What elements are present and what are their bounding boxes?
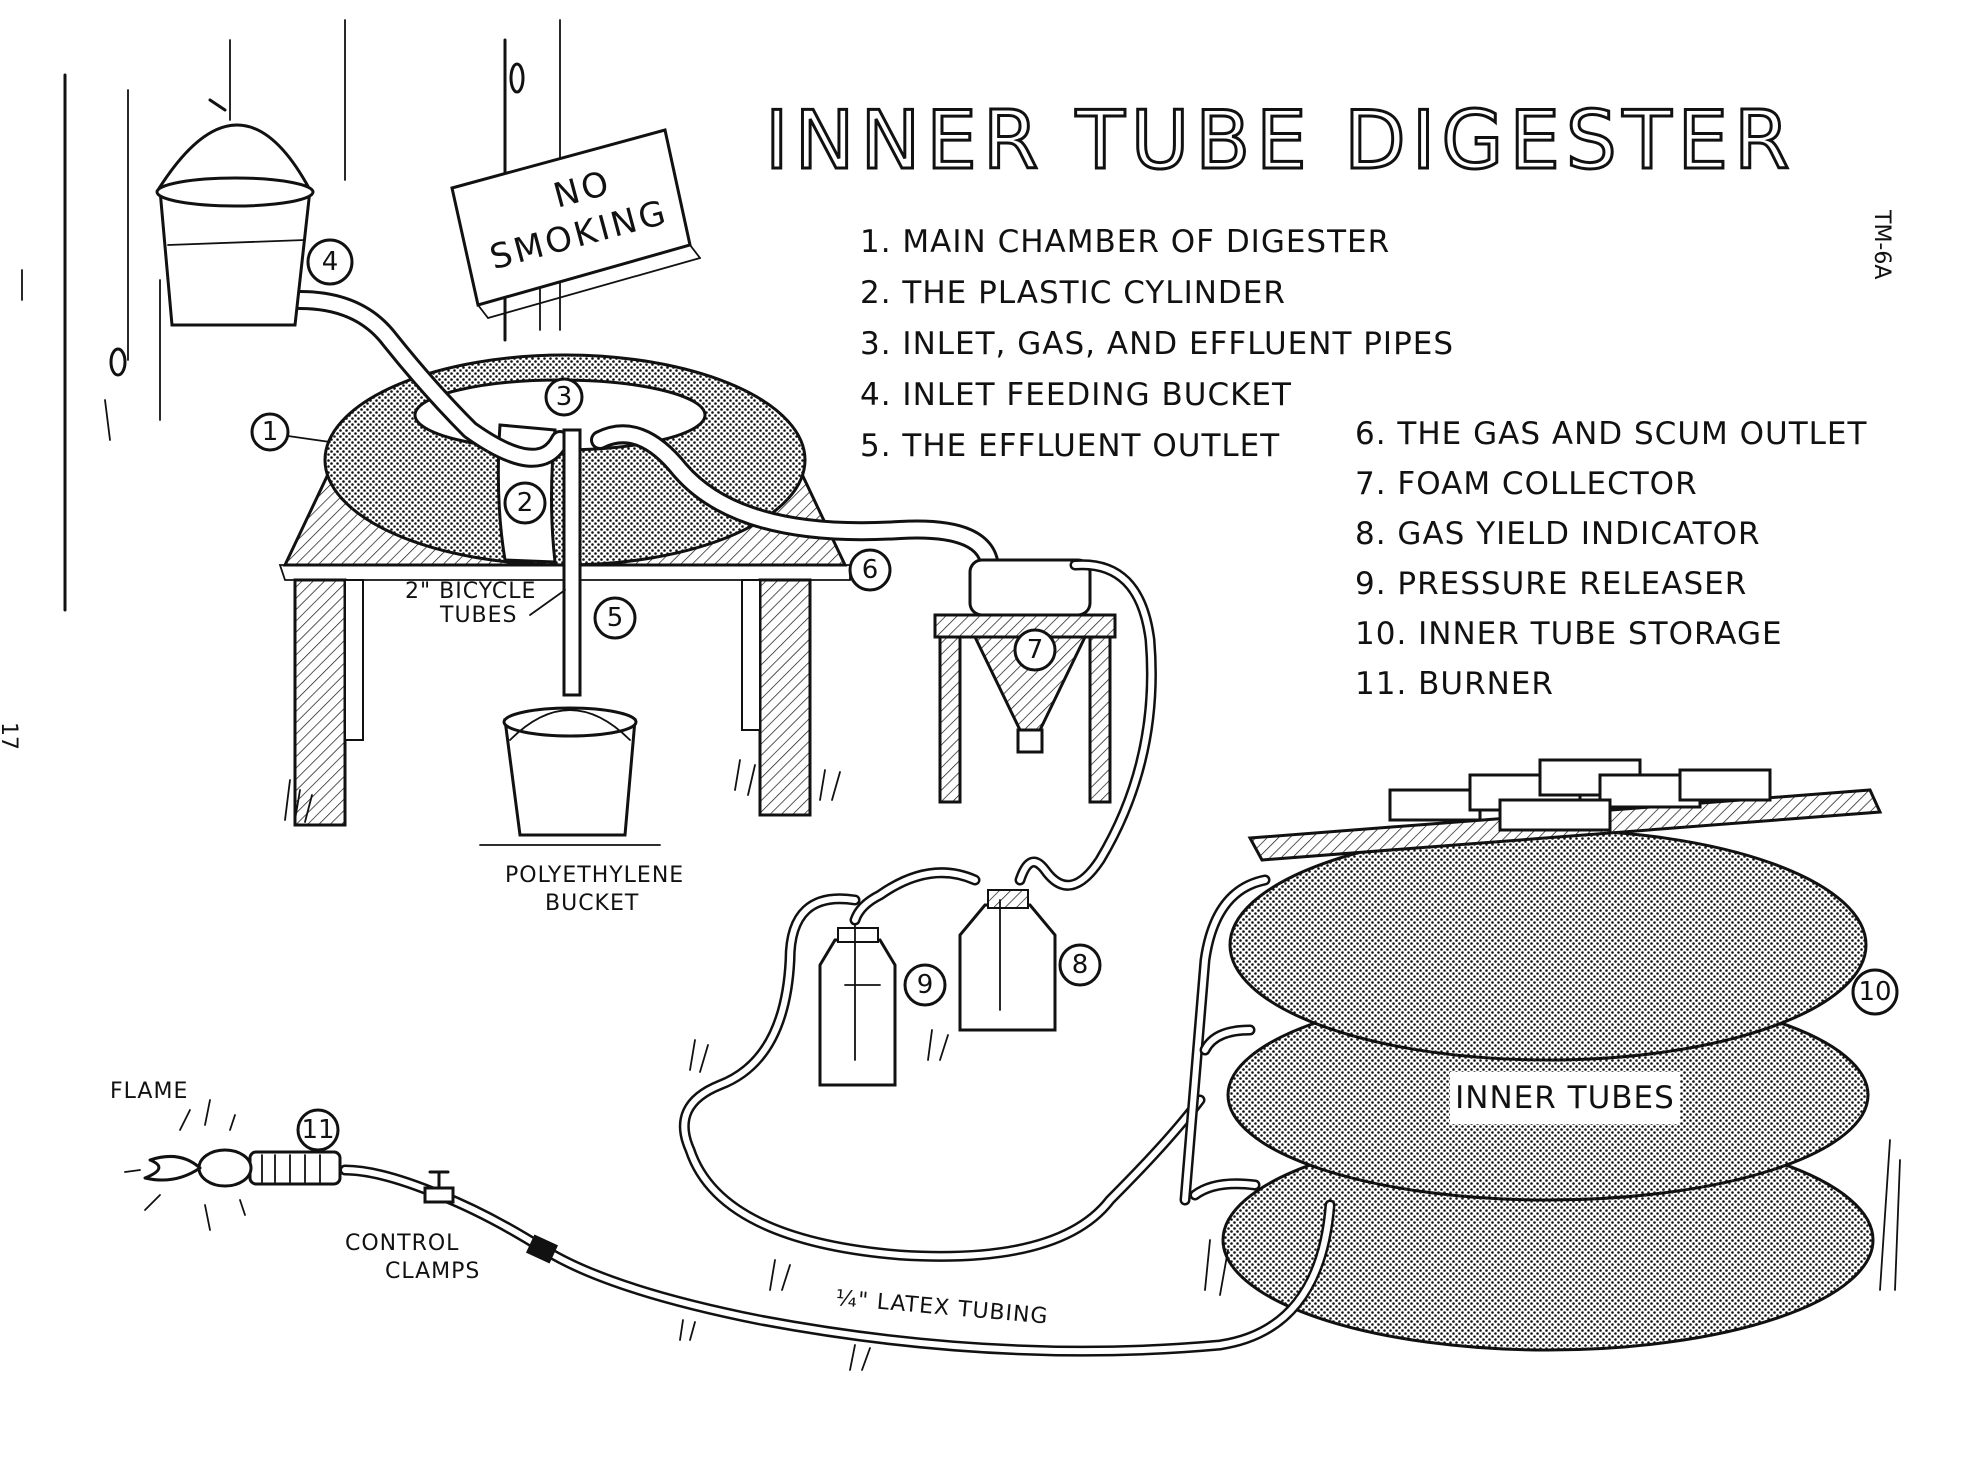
legend-item: 1. MAIN CHAMBER OF DIGESTER [860, 224, 1390, 260]
pressure-releaser [818, 914, 897, 1087]
diagram-title: INNER TUBE DIGESTER [765, 94, 1796, 187]
legend-item: 11. BURNER [1355, 666, 1554, 702]
callouts: 1 2 3 4 5 6 7 8 9 10 11 [250, 238, 1899, 1152]
polyethylene-bucket [479, 706, 661, 846]
bicycle-tubes-label-2: TUBES [439, 603, 518, 628]
no-smoking-sign: NO SMOKING [450, 128, 701, 319]
legend-item: 4. INLET FEEDING BUCKET [860, 377, 1292, 413]
legend-item: 8. GAS YIELD INDICATOR [1355, 516, 1761, 552]
callout-number: 2 [517, 488, 534, 518]
grass-tufts [284, 759, 1901, 1371]
callout-number: 4 [322, 247, 339, 277]
callout-number: 9 [917, 970, 934, 1000]
foam-collector [933, 558, 1117, 804]
callout-number: 7 [1027, 635, 1044, 665]
page-number: 17 [0, 722, 21, 750]
legend-item: 5. THE EFFLUENT OUTLET [860, 428, 1280, 464]
callout-number: 3 [556, 382, 573, 412]
gas-yield-indicator [958, 889, 1057, 1032]
bucket-label-2: BUCKET [545, 891, 639, 916]
bicycle-tubes-label-1: 2" BICYCLE [405, 579, 536, 604]
bucket-label-1: POLYETHYLENE [505, 863, 684, 888]
legend-item: 3. INLET, GAS, AND EFFLUENT PIPES [860, 326, 1454, 362]
inner-tube-storage: INNER TUBES [1221, 758, 1883, 1352]
callout-number: 11 [301, 1115, 334, 1145]
control-clamps [423, 1170, 559, 1264]
flame-label: FLAME [110, 1079, 188, 1104]
callout-number: 5 [607, 603, 624, 633]
legend-item: 6. THE GAS AND SCUM OUTLET [1355, 416, 1867, 452]
inlet-feeding-bucket [155, 98, 315, 327]
legend-item: 9. PRESSURE RELEASER [1355, 566, 1747, 602]
document-code: TM-6A [1869, 209, 1894, 279]
legend-item: 2. THE PLASTIC CYLINDER [860, 275, 1286, 311]
burner [197, 1148, 342, 1188]
clamps-label-2: CLAMPS [385, 1259, 480, 1284]
legend-item: 10. INNER TUBE STORAGE [1355, 616, 1783, 652]
flame-icon [124, 1099, 246, 1231]
callout-number: 10 [1858, 977, 1891, 1007]
legend: 1. MAIN CHAMBER OF DIGESTER 2. THE PLAST… [860, 224, 1867, 702]
inner-tubes-label: INNER TUBES [1455, 1080, 1675, 1116]
callout-number: 1 [262, 417, 279, 447]
latex-tubing-label: ¼" LATEX TUBING [834, 1286, 1049, 1330]
callout-number: 8 [1072, 950, 1089, 980]
callout-number: 6 [862, 555, 879, 585]
legend-item: 7. FOAM COLLECTOR [1355, 466, 1698, 502]
clamps-label-1: CONTROL [345, 1231, 459, 1256]
